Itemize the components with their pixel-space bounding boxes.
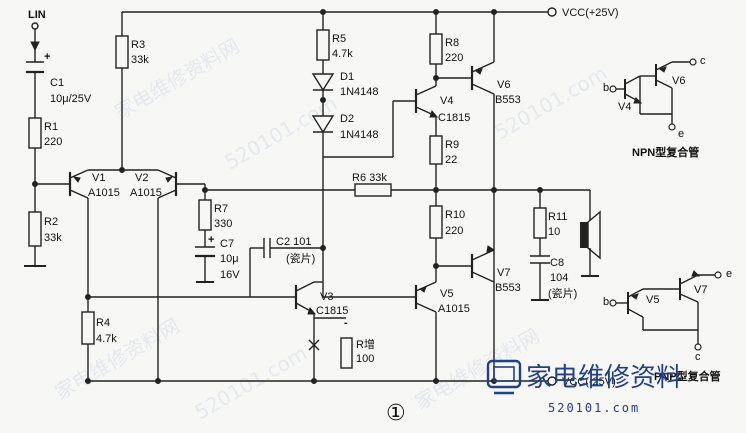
svg-text:+: + xyxy=(44,51,50,63)
v7-label: V7 xyxy=(497,267,510,279)
c7-value: 10μ xyxy=(220,253,239,265)
r5-value: 4.7k xyxy=(332,48,353,60)
vcc-negative-label: VCC(-25V) xyxy=(562,376,616,388)
brand-name: 家电维修资料 xyxy=(526,363,682,393)
r5-label: R5 xyxy=(332,33,346,45)
npn-base-label: b xyxy=(603,82,609,94)
output-upper: R8 220 V4 C1815 R9 22 V6 B553 xyxy=(414,9,521,381)
npn-emitter-label: e xyxy=(678,128,684,140)
figure-number: ① xyxy=(386,401,406,426)
r4-branch: R4 4.7k xyxy=(81,294,250,384)
v7-part: B553 xyxy=(495,282,521,294)
rail-positive: VCC(+25V) xyxy=(122,7,619,19)
r9-value: 22 xyxy=(445,154,457,166)
output-network: R11 10 C8 104 (瓷片) xyxy=(530,187,601,301)
d2-part: 1N4148 xyxy=(340,129,379,141)
input-arrow-icon xyxy=(30,41,40,52)
npn-compound-inset: b V4 V6 c e NPN型复合管 xyxy=(603,55,706,159)
d1-part: 1N4148 xyxy=(340,86,379,98)
c8-label: C8 xyxy=(550,257,564,269)
v4-part: C1815 xyxy=(438,112,470,124)
c7-label: C7 xyxy=(220,238,234,250)
pnp-base-label: b xyxy=(603,296,609,308)
pnp-v5-label: V5 xyxy=(646,294,659,306)
r7-value: 330 xyxy=(214,218,232,230)
r11-label: R11 xyxy=(548,211,567,223)
pnp-title: PNP型复合管 xyxy=(654,369,721,383)
r-add-label: R增 xyxy=(356,337,375,351)
r11-value: 10 xyxy=(548,226,560,238)
brand-url: 520101.com xyxy=(548,401,640,415)
r-add-value: 100 xyxy=(356,353,374,365)
pnp-v7-label: V7 xyxy=(694,284,707,296)
watermark-url: 520101.com xyxy=(191,341,312,424)
pnp-compound-inset: b V5 V7 e c PNP型复合管 xyxy=(603,268,732,383)
speaker-icon xyxy=(580,210,601,260)
v2-part: A1015 xyxy=(130,187,162,199)
differential-pair: V1 A1015 V2 A1015 R3 33k xyxy=(68,12,205,381)
npn-v4-label: V4 xyxy=(618,101,631,113)
c8-note: (瓷片) xyxy=(548,286,577,300)
r7-label: R7 xyxy=(214,203,228,215)
v6-label: V6 xyxy=(497,79,510,91)
feedback-network: R7 330 + C7 10μ 16V R6 33k xyxy=(195,172,590,283)
r8-value: 220 xyxy=(445,52,463,64)
r1-label: R1 xyxy=(44,121,58,133)
v1-part: A1015 xyxy=(88,187,120,199)
r4-value: 4.7k xyxy=(96,333,117,345)
c2-label: C2 101 xyxy=(276,236,311,248)
r6-label: R6 33k xyxy=(352,172,387,184)
r10-label: R10 xyxy=(445,209,465,221)
c1-value: 10μ/25V xyxy=(50,93,92,105)
d2-label: D2 xyxy=(340,113,354,125)
npn-v6-label: V6 xyxy=(672,75,685,87)
c7-voltage: 16V xyxy=(220,269,240,281)
npn-collector-label: c xyxy=(700,55,706,67)
r2-label: R2 xyxy=(44,216,58,228)
vcc-positive-label: VCC(+25V) xyxy=(562,7,619,19)
pnp-emitter-label: e xyxy=(726,268,732,280)
svg-text:-: - xyxy=(344,317,348,329)
d1-label: D1 xyxy=(340,71,354,83)
r8-label: R8 xyxy=(445,37,459,49)
r9-label: R9 xyxy=(445,139,459,151)
v3-part: C1815 xyxy=(316,305,348,317)
npn-title: NPN型复合管 xyxy=(632,145,699,159)
watermark-text: 家电维修资料网 xyxy=(411,324,544,415)
tv-logo-icon xyxy=(486,359,522,395)
watermark-text: 家电维修资料网 xyxy=(51,314,184,405)
r3-label: R3 xyxy=(131,39,145,51)
v4-label: V4 xyxy=(440,95,453,107)
output-lower: R10 220 V5 A1015 V7 B553 xyxy=(414,205,521,384)
input-section: LIN + C1 10μ/25V R1 220 R2 33k xyxy=(24,9,92,267)
c8-value: 104 xyxy=(550,272,568,284)
r1-value: 220 xyxy=(44,136,62,148)
vas-stage: C2 101 (瓷片) V3 C1815 - R增 100 R5 4.7k D1… xyxy=(249,9,416,384)
lin-label: LIN xyxy=(28,9,46,21)
pnp-collector-label: c xyxy=(695,351,701,363)
r10-value: 220 xyxy=(445,225,463,237)
v6-part: B553 xyxy=(495,94,521,106)
c2-note: (瓷片) xyxy=(286,251,315,265)
c1-label: C1 xyxy=(50,77,64,89)
v2-label: V2 xyxy=(135,172,148,184)
v1-label: V1 xyxy=(92,172,105,184)
v5-part: A1015 xyxy=(438,303,470,315)
v5-label: V5 xyxy=(440,288,453,300)
r4-label: R4 xyxy=(96,317,110,329)
r3-value: 33k xyxy=(131,54,149,66)
svg-text:+: + xyxy=(208,234,214,246)
brand-watermark: 家电维修资料 520101.com xyxy=(486,359,682,415)
r2-value: 33k xyxy=(44,232,62,244)
